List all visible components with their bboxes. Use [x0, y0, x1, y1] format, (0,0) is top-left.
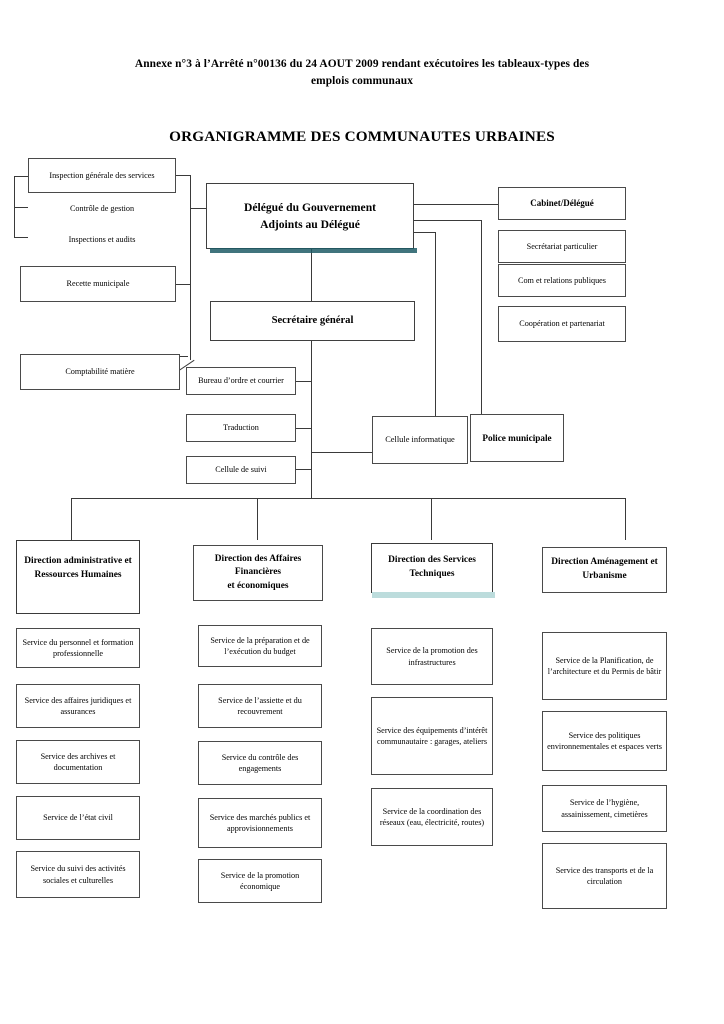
box-cabinet-delegue[interactable]: Cabinet/Délégué: [498, 187, 626, 220]
box-service-promotion-economique[interactable]: Service de la promotion économique: [198, 859, 322, 903]
box-cellule-informatique[interactable]: Cellule informatique: [372, 416, 468, 464]
direction-2-title-line-1: Direction des Affaires Financières: [214, 553, 302, 578]
drop-direction-2: [257, 498, 259, 540]
box-com-relations-publiques[interactable]: Com et relations publiques: [498, 264, 626, 297]
box-service-affaires-juridiques[interactable]: Service des affaires juridiques et assur…: [16, 684, 140, 728]
connector-trunk-informatique: [435, 232, 437, 417]
box-cellule-de-suivi[interactable]: Cellule de suivi: [186, 456, 296, 484]
delegue-line-1: Délégué du Gouvernement: [243, 200, 377, 214]
box-service-politiques-environnementales[interactable]: Service des politiques environnementales…: [542, 711, 667, 771]
box-inspection-generale[interactable]: Inspection générale des services: [28, 158, 176, 193]
box-service-planification-architecture[interactable]: Service de la Planification, de l’archit…: [542, 632, 667, 700]
direction-1-title-line-1: Direction administrative et: [24, 556, 132, 567]
delegue-line-2: Adjoints au Délégué: [260, 218, 360, 231]
box-service-suivi-activites-sociales[interactable]: Service du suivi des activités sociales …: [16, 851, 140, 898]
direction-1-title-line-2: Ressources Humaines: [34, 570, 122, 580]
box-service-hygiene-assainissement[interactable]: Service de l’hygiène, assainissement, ci…: [542, 785, 667, 832]
label-controle-de-gestion: Contrôle de gestion: [69, 204, 135, 213]
box-comptabilite-matiere[interactable]: Comptabilité matière: [20, 354, 180, 390]
box-direction-services-techniques[interactable]: Direction des Services Techniques: [371, 543, 495, 598]
drop-direction-3: [431, 498, 433, 540]
connector-left-spine: [190, 175, 192, 360]
connector-lead-right-b: [414, 220, 482, 222]
box-direction-affaires-financieres[interactable]: Direction des Affaires Financières et éc…: [193, 545, 323, 601]
box-service-personnel-formation[interactable]: Service du personnel et formation profes…: [16, 628, 140, 668]
box-service-etat-civil[interactable]: Service de l’état civil: [16, 796, 140, 840]
document-subtitle: Annexe n°3 à l’Arrêté n°00136 du 24 AOUT…: [134, 58, 590, 87]
box-service-assiette-recouvrement[interactable]: Service de l’assiette et du recouvrement: [198, 684, 322, 728]
direction-4-title-line-2: Urbanisme: [582, 571, 627, 581]
direction-2-title-line-2: et économiques: [227, 580, 289, 591]
connector-spine-to-informatique: [311, 452, 372, 454]
connector-lead-right-a: [414, 232, 436, 234]
box-direction-administrative-rh[interactable]: Direction administrative et Ressources H…: [16, 540, 140, 614]
connector-spine-to-lead: [190, 208, 206, 210]
box-service-archives-documentation[interactable]: Service des archives et documentation: [16, 740, 140, 784]
box-secretariat-particulier[interactable]: Secrétariat particulier: [498, 230, 626, 263]
box-secretaire-general[interactable]: Secrétaire général: [210, 301, 415, 341]
page-title: ORGANIGRAMME DES COMMUNAUTES URBAINES: [169, 128, 555, 145]
distribution-bar: [71, 498, 626, 500]
box-service-marches-publics[interactable]: Service des marchés publics et approvisi…: [198, 798, 322, 848]
connector-bureau-ordre: [296, 381, 312, 383]
direction-3-title-line-1: Direction des Services: [388, 555, 476, 566]
connector-recette-right: [176, 284, 190, 286]
connector-traduction: [296, 428, 312, 430]
label-inspections-et-audits: Inspections et audits: [68, 235, 136, 244]
connector-cellule-suivi: [296, 469, 312, 471]
box-direction-amenagement-urbanisme[interactable]: Direction Aménagement et Urbanisme: [542, 547, 667, 593]
direction-4-title-line-1: Direction Aménagement et: [551, 557, 658, 568]
connector-lead-to-sg: [311, 249, 313, 301]
box-service-transports-circulation[interactable]: Service des transports et de la circulat…: [542, 843, 667, 909]
box-service-preparation-budget[interactable]: Service de la préparation et de l’exécut…: [198, 625, 322, 667]
box-traduction[interactable]: Traduction: [186, 414, 296, 442]
box-service-promotion-infrastructures[interactable]: Service de la promotion des infrastructu…: [371, 628, 493, 685]
box-delegue-du-gouvernement[interactable]: Délégué du Gouvernement Adjoints au Délé…: [206, 183, 417, 253]
drop-direction-1: [71, 498, 73, 540]
box-police-municipale[interactable]: Police municipale: [470, 414, 564, 462]
box-cooperation-partenariat[interactable]: Coopération et partenariat: [498, 306, 626, 342]
drop-direction-4: [625, 498, 627, 540]
connector-lead-to-cabinet: [414, 204, 498, 206]
box-service-controle-engagements[interactable]: Service du contrôle des engagements: [198, 741, 322, 785]
left-bracket-tick-mid: [14, 207, 28, 209]
connector-support-spine: [311, 341, 313, 491]
left-bracket-tick-top: [14, 176, 28, 178]
box-service-coordination-reseaux[interactable]: Service de la coordination des réseaux (…: [371, 788, 493, 846]
left-bracket-tick-bottom: [14, 237, 28, 239]
connector-trunk-police: [481, 220, 483, 416]
direction-3-title-line-2: Techniques: [409, 569, 455, 579]
box-service-equipements-communautaire[interactable]: Service des équipements d’intérêt commun…: [371, 697, 493, 775]
connector-inspection-right: [176, 175, 190, 177]
box-bureau-ordre-courrier[interactable]: Bureau d’ordre et courrier: [186, 367, 296, 395]
box-recette-municipale[interactable]: Recette municipale: [20, 266, 176, 302]
